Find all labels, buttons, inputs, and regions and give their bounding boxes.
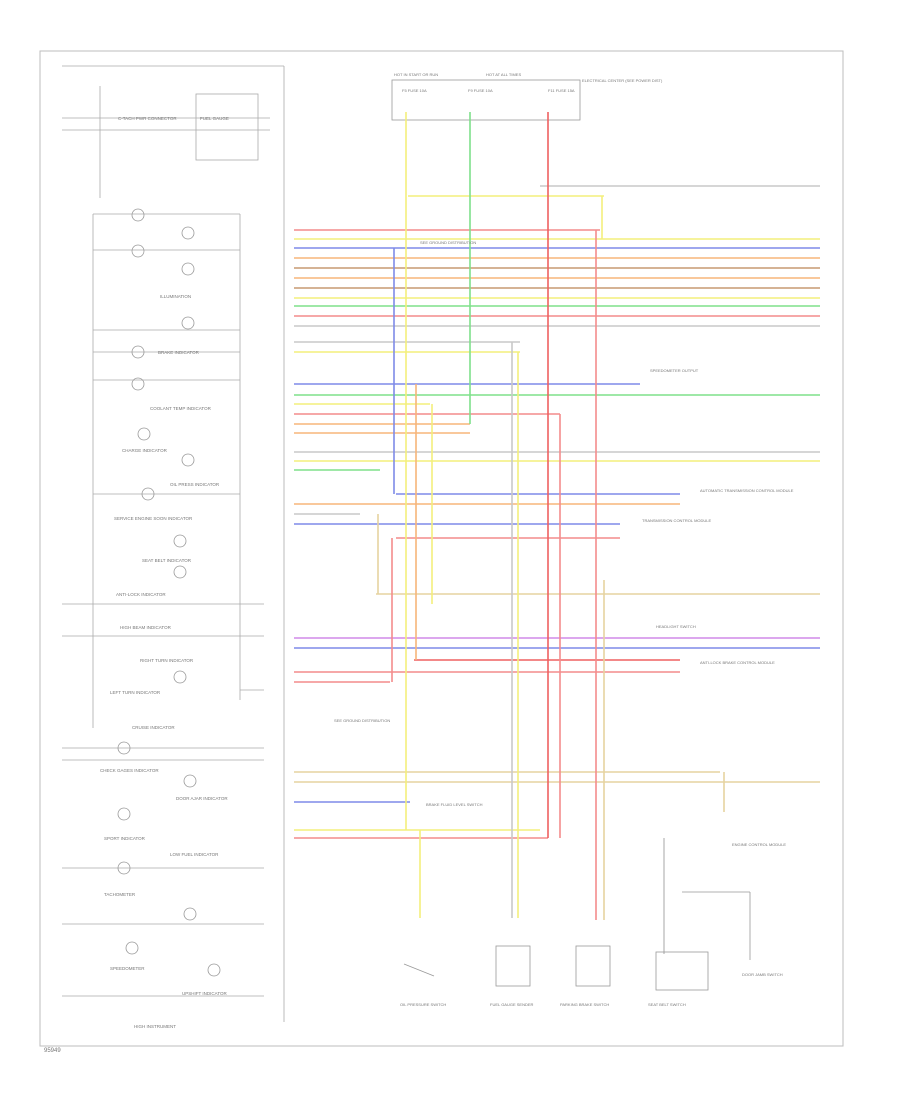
bulb-icon xyxy=(173,670,187,684)
bulb-icon xyxy=(181,262,195,276)
bulb-icon xyxy=(183,774,197,788)
label-fuse-a: F5 FUSE 10A xyxy=(402,88,427,93)
fuse-labels: HOT IN START OR RUN HOT AT ALL TIMES F5 … xyxy=(394,72,663,93)
label-speedo: SPEEDOMETER xyxy=(110,966,145,971)
note-ground-b: SEE GROUND DISTRIBUTION xyxy=(420,240,476,245)
ref-abs: ANTI-LOCK BRAKE CONTROL MODULE xyxy=(700,660,775,665)
ref-speedo-output: SPEEDOMETER OUTPUT xyxy=(650,368,699,373)
bulb-icon xyxy=(181,316,195,330)
bulb-icon xyxy=(117,741,131,755)
label-charge: CHARGE INDICATOR xyxy=(122,448,168,453)
bulb-icon xyxy=(173,565,187,579)
right-refs: SPEEDOMETER OUTPUT AUTOMATIC TRANSMISSIO… xyxy=(334,240,794,847)
label-seatbelt: SEAT BELT INDICATOR xyxy=(142,558,192,563)
page-label: 95949 xyxy=(44,1048,61,1054)
label-fuse-box: ELECTRICAL CENTER (SEE POWER DIST) xyxy=(582,78,663,83)
bulb-icon xyxy=(173,534,187,548)
label-leftturn: LEFT TURN INDICATOR xyxy=(110,690,161,695)
bulb-icon xyxy=(181,226,195,240)
label-coolant: COOLANT TEMP INDICATOR xyxy=(150,406,212,411)
vertical-wires xyxy=(377,112,725,954)
bulb-icon xyxy=(207,963,221,977)
bulb-icon xyxy=(131,244,145,258)
label-oil-switch: OIL PRESSURE SWITCH xyxy=(400,1002,446,1007)
label-antilock: ANTI-LOCK INDICATOR xyxy=(116,592,166,597)
label-oil: OIL PRESS INDICATOR xyxy=(170,482,220,487)
instrument-cluster xyxy=(62,65,285,1022)
fuse-block xyxy=(391,79,581,121)
bottom-labels: OIL PRESSURE SWITCH FUEL GAUGE SENDER PA… xyxy=(400,972,783,1007)
label-park-brake: PARKING BRAKE SWITCH xyxy=(560,1002,609,1007)
label-highbeam: HIGH BEAM INDICATOR xyxy=(120,625,172,630)
diagram-title: HIGH INSTRUMENT xyxy=(134,1024,176,1029)
ref-tcm: TRANSMISSION CONTROL MODULE xyxy=(642,518,712,523)
bottom-switches xyxy=(403,891,751,991)
ref-atcm: AUTOMATIC TRANSMISSION CONTROL MODULE xyxy=(700,488,794,493)
bulb-icon xyxy=(141,487,155,501)
component-labels: C-TACH PWR CONNECTOR FUEL GAUGE ILLUMINA… xyxy=(100,116,229,1029)
label-fuel-gauge: FUEL GAUGE xyxy=(200,116,229,121)
bulb-icon xyxy=(131,208,145,222)
label-lowfuel: LOW FUEL INDICATOR xyxy=(170,852,219,857)
diagram-border xyxy=(39,50,844,1047)
wires xyxy=(294,185,820,839)
label-brake-ind: BRAKE INDICATOR xyxy=(158,350,200,355)
label-c-tach: C-TACH PWR CONNECTOR xyxy=(118,116,177,121)
label-seatbelt-switch: SEAT BELT SWITCH xyxy=(648,1002,686,1007)
note-ground-a: SEE GROUND DISTRIBUTION xyxy=(334,718,390,723)
ref-brake-fluid: BRAKE FLUID LEVEL SWITCH xyxy=(426,802,483,807)
bulb-icon xyxy=(131,377,145,391)
bulb-icon xyxy=(117,861,131,875)
label-cruise: CRUISE INDICATOR xyxy=(132,725,175,730)
ref-ecm: ENGINE CONTROL MODULE xyxy=(732,842,786,847)
label-sport: SPORT INDICATOR xyxy=(104,836,146,841)
label-doorajar: DOOR AJAR INDICATOR xyxy=(176,796,228,801)
bulb-icon xyxy=(125,941,139,955)
bulb-icon xyxy=(137,427,151,441)
label-ses: SERVICE ENGINE SOON INDICATOR xyxy=(114,516,193,521)
label-hot-all-times: HOT AT ALL TIMES xyxy=(486,72,521,77)
label-door-jamb: DOOR JAMB SWITCH xyxy=(742,972,783,977)
label-illumination: ILLUMINATION xyxy=(160,294,191,299)
label-fuse-b: F9 FUSE 10A xyxy=(468,88,493,93)
label-fuel-sender: FUEL GAUGE SENDER xyxy=(490,1002,534,1007)
label-upshift: UPSHIFT INDICATOR xyxy=(182,991,228,996)
bulb-icon xyxy=(181,453,195,467)
bulbs xyxy=(117,208,221,977)
ref-headlight: HEADLIGHT SWITCH xyxy=(656,624,696,629)
bulb-icon xyxy=(183,907,197,921)
label-rightturn: RIGHT TURN INDICATOR xyxy=(140,658,194,663)
bulb-icon xyxy=(131,345,145,359)
label-fuse-c: F11 FUSE 15A xyxy=(548,88,575,93)
bulb-icon xyxy=(117,807,131,821)
label-checkgages: CHECK GAGES INDICATOR xyxy=(100,768,159,773)
label-tach: TACHOMETER xyxy=(104,892,136,897)
label-hot-start-run: HOT IN START OR RUN xyxy=(394,72,438,77)
